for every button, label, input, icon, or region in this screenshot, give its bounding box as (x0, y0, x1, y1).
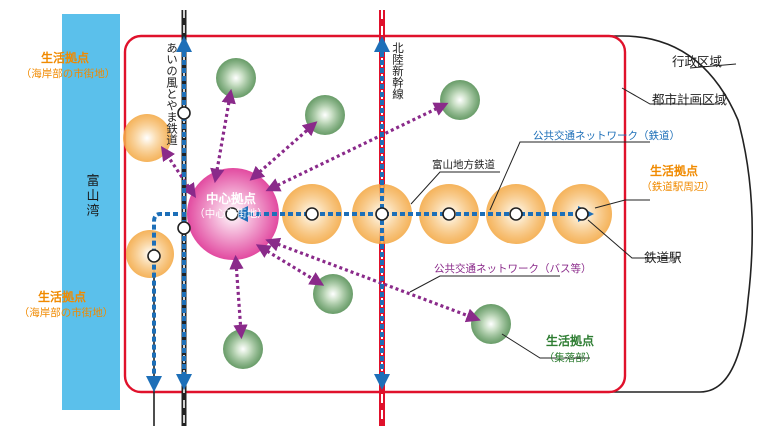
toyama-bay (62, 14, 120, 410)
station-marker (442, 207, 456, 221)
station-marker (177, 221, 191, 235)
station-marker (147, 249, 161, 263)
village-hub-title: 生活拠点 (546, 333, 594, 348)
village-hub-5 (223, 329, 263, 369)
station-marker (509, 207, 523, 221)
station-hub-subtitle: （鉄道駅周辺） (641, 180, 715, 193)
central-hub-subtitle: （中心市街地） (194, 207, 268, 220)
coastal-hub-top-title: 生活拠点 (41, 50, 89, 65)
station-markers (147, 106, 589, 263)
village-hub-3 (440, 80, 480, 120)
station-marker (575, 207, 589, 221)
station-marker (375, 207, 389, 221)
coastal-hub-bottom-subtitle: （海岸部の市街地） (19, 306, 114, 319)
station-marker (305, 207, 319, 221)
shinkansen-label: 北陸新幹線 (391, 42, 405, 100)
ainokaze-label: あいの風とやま鉄道 (165, 42, 179, 146)
rail-network-label: 公共交通ネットワーク（鉄道） (533, 129, 680, 142)
coastal-hub-bottom-title: 生活拠点 (38, 289, 86, 304)
station-label: 鉄道駅 (644, 250, 682, 265)
bay-label: 富山湾 (84, 173, 100, 219)
city-plan-area-label: 都市計画区域 (652, 92, 727, 107)
bus-network-label: 公共交通ネットワーク（バス等） (434, 262, 592, 275)
labels: 行政区域 都市計画区域 公共交通ネットワーク（鉄道） 富山地方鉄道 公共交通ネッ… (19, 42, 727, 364)
coastal-hub-top-subtitle: （海岸部の市街地） (21, 67, 116, 80)
village-hub-1 (216, 58, 256, 98)
station-marker (177, 106, 191, 120)
village-hub-4 (313, 274, 353, 314)
village-hub-subtitle: （集落部） (544, 351, 597, 364)
admin-area-label: 行政区域 (672, 54, 722, 69)
station-hub-title: 生活拠点 (650, 163, 698, 178)
leader-lines (409, 63, 737, 359)
admin-area-border (140, 35, 754, 393)
coastal-hub-top (123, 114, 171, 162)
central-hub-title: 中心拠点 (206, 191, 257, 206)
station-marker (225, 207, 239, 221)
village-hub-6 (471, 304, 511, 344)
local-railway-label: 富山地方鉄道 (432, 158, 495, 171)
